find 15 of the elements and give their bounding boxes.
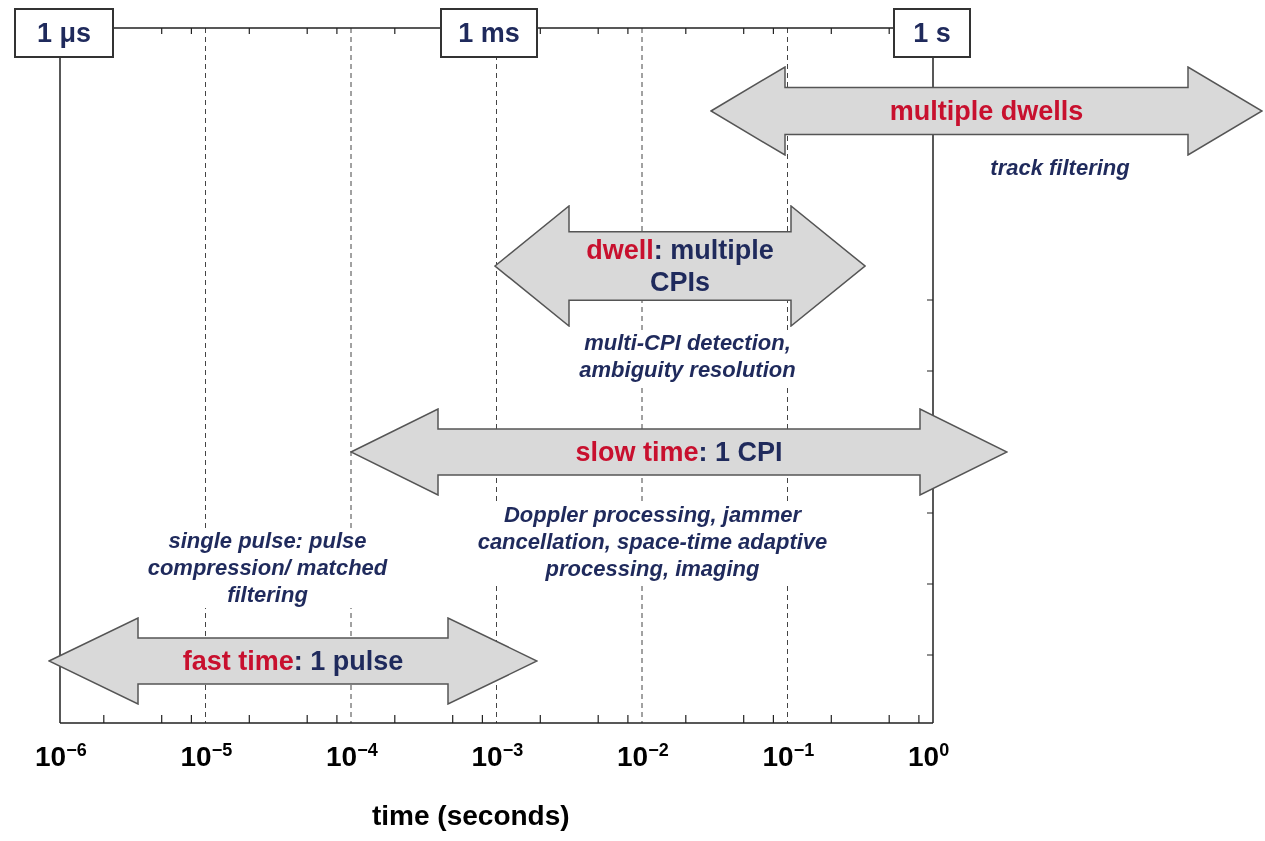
tick-label: 10$^{−5}$ xyxy=(180,740,233,774)
tick-label: 10$^{−6}$ xyxy=(35,740,87,774)
tick-label: 10$^{−4}$ xyxy=(326,740,378,774)
tick-label: 10$^{−3}$ xyxy=(471,740,524,774)
double-arrow: slow time: 1 CPI xyxy=(350,408,1008,496)
tick-label: 10$^{−1}$ xyxy=(762,740,815,774)
double-arrow: fast time: 1 pulse xyxy=(48,617,538,705)
double-arrow: multiple dwells xyxy=(710,66,1263,156)
tick-label: 10$^{0}$ xyxy=(908,740,950,774)
double-arrow: dwell: multiple CPIs xyxy=(494,205,866,327)
tick-label: 10$^{−2}$ xyxy=(617,740,669,774)
axis-title: time (seconds) xyxy=(372,800,570,832)
scale-label: 1 μs xyxy=(14,8,114,58)
scale-label: 1 ms xyxy=(440,8,538,58)
scale-label: 1 s xyxy=(893,8,971,58)
